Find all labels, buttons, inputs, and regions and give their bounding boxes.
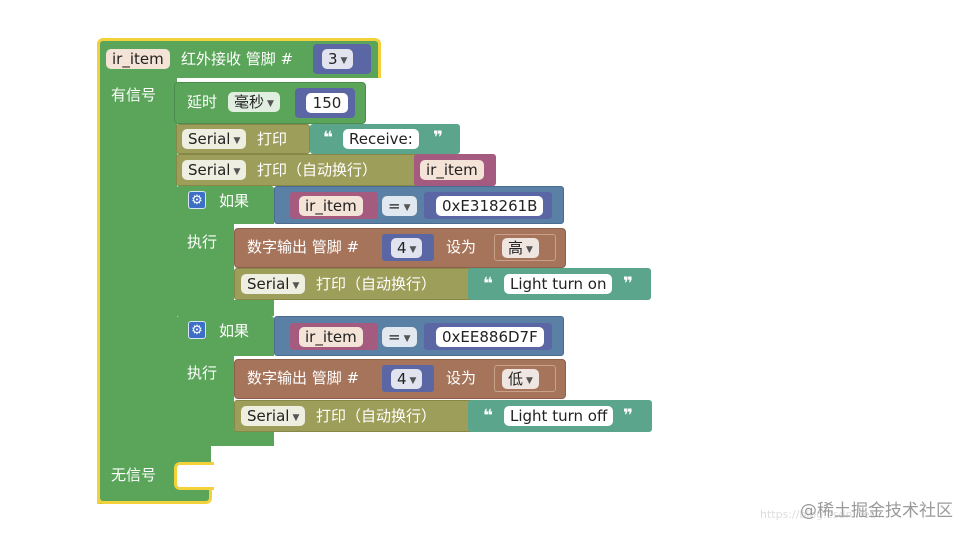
chevron-down-icon: ▼ bbox=[403, 334, 411, 344]
do-label-1: 执行 bbox=[187, 233, 218, 251]
chevron-down-icon: ▼ bbox=[233, 136, 241, 146]
chevron-down-icon: ▼ bbox=[340, 56, 348, 66]
receive-text-field[interactable]: Receive: bbox=[343, 129, 419, 149]
digital-write-label-2: 数字输出 管脚 # bbox=[247, 369, 360, 387]
open-quote-icon: ❝ bbox=[483, 274, 493, 294]
serial-dropdown-1[interactable]: Serial▼ bbox=[182, 129, 247, 149]
operator-dropdown-2[interactable]: =▼ bbox=[382, 327, 417, 347]
chevron-down-icon: ▼ bbox=[267, 99, 274, 109]
set-label-1: 设为 bbox=[446, 238, 477, 256]
chevron-down-icon: ▼ bbox=[403, 203, 411, 213]
open-quote-icon: ❝ bbox=[483, 406, 493, 426]
level-dropdown-2[interactable]: 低▼ bbox=[502, 369, 539, 389]
chevron-down-icon: ▼ bbox=[526, 376, 533, 386]
no-signal-label: 无信号 bbox=[111, 466, 157, 484]
has-signal-label: 有信号 bbox=[111, 86, 157, 104]
set-label-2: 设为 bbox=[446, 369, 477, 387]
close-quote-icon: ❞ bbox=[623, 274, 633, 294]
chevron-down-icon: ▼ bbox=[409, 245, 417, 255]
ir-variable-field[interactable]: ir_item bbox=[106, 49, 170, 69]
chevron-down-icon: ▼ bbox=[233, 167, 241, 177]
println-label-1: 打印（自动换行） bbox=[257, 161, 378, 179]
light-on-text-field[interactable]: Light turn on bbox=[504, 274, 613, 294]
print-label-1: 打印 bbox=[257, 130, 288, 148]
chevron-down-icon: ▼ bbox=[292, 413, 300, 423]
chevron-down-icon: ▼ bbox=[292, 281, 300, 291]
close-quote-icon: ❞ bbox=[623, 406, 633, 426]
do-label-2: 执行 bbox=[187, 364, 218, 382]
ir-item-var-field-3[interactable]: ir_item bbox=[299, 327, 363, 347]
ir-item-var-field-2[interactable]: ir_item bbox=[299, 196, 363, 216]
ir-receive-title: 红外接收 管脚 # bbox=[181, 50, 294, 68]
pin-dropdown-1[interactable]: 4▼ bbox=[391, 238, 423, 258]
ir-no-signal-slot bbox=[174, 462, 214, 490]
chevron-down-icon: ▼ bbox=[526, 245, 533, 255]
hex-value-field-1[interactable]: 0xE318261B bbox=[436, 196, 544, 216]
digital-write-label-1: 数字输出 管脚 # bbox=[247, 238, 360, 256]
println-label-off: 打印（自动换行） bbox=[316, 407, 437, 425]
serial-dropdown-2[interactable]: Serial▼ bbox=[182, 160, 247, 180]
hex-value-field-2[interactable]: 0xEE886D7F bbox=[436, 327, 544, 347]
ir-receive-block-middle-bar bbox=[97, 446, 211, 464]
if-label-1: 如果 bbox=[219, 192, 250, 210]
gear-icon[interactable]: ⚙ bbox=[188, 191, 206, 209]
open-quote-icon: ❝ bbox=[323, 128, 333, 148]
gear-icon[interactable]: ⚙ bbox=[188, 321, 206, 339]
println-label-on: 打印（自动换行） bbox=[316, 275, 437, 293]
pin-dropdown-2[interactable]: 4▼ bbox=[391, 369, 423, 389]
chevron-down-icon: ▼ bbox=[409, 376, 417, 386]
light-off-text-field[interactable]: Light turn off bbox=[504, 406, 614, 426]
ir-receive-block-spine bbox=[97, 76, 177, 504]
watermark-brand: @稀土掘金技术社区 bbox=[800, 501, 953, 521]
ir-item-var-field-1[interactable]: ir_item bbox=[420, 160, 484, 180]
if-block-1-bottom bbox=[176, 300, 274, 316]
ir-pin-dropdown[interactable]: 3▼ bbox=[322, 49, 354, 69]
serial-dropdown-3[interactable]: Serial▼ bbox=[241, 274, 306, 294]
delay-unit-dropdown[interactable]: 毫秒▼ bbox=[228, 92, 280, 112]
operator-dropdown-1[interactable]: =▼ bbox=[382, 196, 417, 216]
watermark-url: https://blog.csdn.net/... bbox=[760, 508, 889, 521]
delay-label: 延时 bbox=[187, 93, 218, 111]
delay-value-input[interactable]: 150 bbox=[306, 93, 348, 113]
if-block-2-bottom bbox=[176, 430, 274, 446]
if-label-2: 如果 bbox=[219, 322, 250, 340]
close-quote-icon: ❞ bbox=[433, 128, 443, 148]
level-dropdown-1[interactable]: 高▼ bbox=[502, 238, 539, 258]
serial-dropdown-4[interactable]: Serial▼ bbox=[241, 406, 306, 426]
